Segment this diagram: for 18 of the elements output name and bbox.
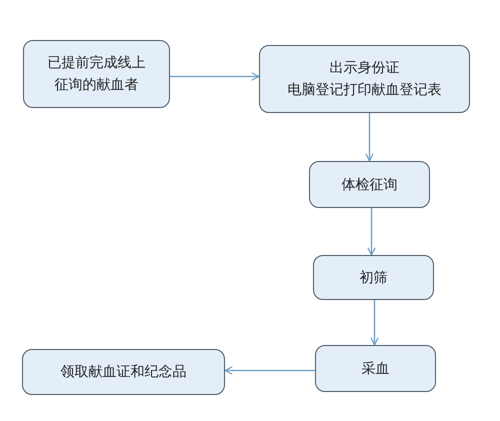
arrow [370, 300, 379, 346]
box-label: 体检征询 [342, 176, 398, 194]
arrow [170, 72, 260, 81]
process-box [23, 40, 170, 108]
arrow [224, 366, 315, 375]
box-label: 领取献血证和纪念品 [60, 363, 186, 382]
box-label: 采血 [362, 360, 390, 378]
arrow [367, 208, 376, 256]
process-box [22, 349, 225, 395]
process-box [313, 255, 434, 300]
box-label: 电脑登记打印献血登记表 [288, 81, 442, 100]
process-box [309, 161, 430, 208]
arrow [365, 113, 374, 162]
box-label: 初筛 [360, 268, 388, 288]
process-box [259, 45, 470, 113]
process-box [315, 345, 436, 392]
box-label: 已提前完成线上征询的献血者 [46, 54, 146, 95]
box-label: 出示身份证 [330, 59, 400, 78]
